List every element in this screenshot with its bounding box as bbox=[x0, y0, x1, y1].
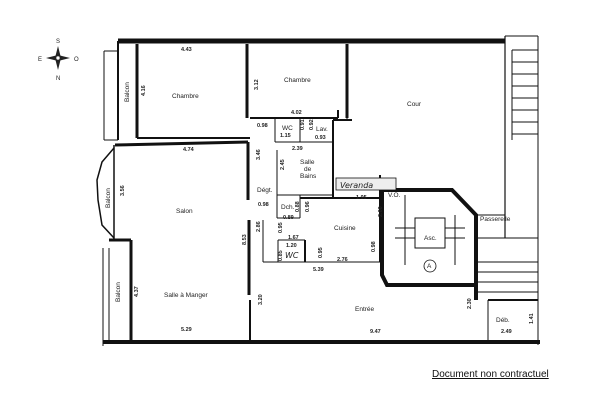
veranda-area bbox=[335, 177, 397, 191]
compass-left-label: E bbox=[38, 57, 42, 63]
dim-402: 4.02 bbox=[291, 110, 302, 116]
dim-098b: 0.98 bbox=[258, 202, 269, 208]
dim-474: 4.74 bbox=[183, 147, 195, 153]
dim-096: 0.96 bbox=[305, 201, 311, 212]
dim-320: 3.20 bbox=[258, 294, 264, 305]
room-balcon-top: Balcon bbox=[124, 82, 131, 102]
dim-245: 2.45 bbox=[280, 159, 286, 170]
dim-249: 2.49 bbox=[501, 329, 512, 335]
lift-marker: A bbox=[427, 263, 432, 270]
dim-276: 2.76 bbox=[337, 257, 348, 263]
room-veranda: Veranda bbox=[340, 181, 373, 190]
dim-356: 3.56 bbox=[120, 185, 126, 196]
room-salle-de-bains-line3: Bains bbox=[300, 173, 317, 180]
room-vo: V.O. bbox=[388, 192, 401, 199]
room-salle-de-bains-line1: Salle bbox=[300, 159, 315, 166]
disclaimer-text: Document non contractuel bbox=[432, 369, 549, 380]
room-salle-a-manger: Salle à Manger bbox=[164, 292, 209, 299]
dim-167: 1.67 bbox=[288, 235, 299, 241]
dim-230: 2.30 bbox=[467, 298, 473, 309]
room-dch: Dch. bbox=[281, 204, 295, 211]
dim-085: 0.85 bbox=[278, 250, 284, 261]
dim-092: 0.92 bbox=[309, 119, 315, 130]
compass-bottom-label: N bbox=[56, 76, 60, 82]
dim-539: 5.39 bbox=[313, 267, 324, 273]
dim-195: 1.95 bbox=[356, 195, 367, 201]
room-chambre-2: Chambre bbox=[284, 77, 311, 84]
dim-947: 9.47 bbox=[370, 329, 381, 335]
dim-091: 0.91 bbox=[300, 119, 306, 130]
dim-098a: 0.98 bbox=[257, 123, 268, 129]
room-chambre-1: Chambre bbox=[172, 93, 199, 100]
dim-853: 8.53 bbox=[242, 234, 248, 245]
dim-089: 0.89 bbox=[283, 215, 294, 221]
room-wc-top: WC bbox=[282, 125, 293, 132]
dim-095b: 0.95 bbox=[318, 247, 324, 258]
dim-437: 4.37 bbox=[134, 286, 140, 297]
outer-walls bbox=[102, 35, 540, 346]
room-asc: Asc. bbox=[424, 235, 437, 242]
dim-416: 4.16 bbox=[141, 85, 147, 96]
room-cuisine: Cuisine bbox=[334, 225, 356, 232]
room-balcon-mid: Balcon bbox=[105, 188, 112, 208]
room-salle-de-bains-line2: de bbox=[304, 166, 312, 173]
dim-286: 2.86 bbox=[256, 221, 262, 232]
dim-093: 0.93 bbox=[315, 135, 326, 141]
room-wc-bottom: WC bbox=[285, 251, 299, 260]
interior-walls bbox=[96, 44, 538, 340]
dim-095a: 0.95 bbox=[278, 222, 284, 233]
room-salon: Salon bbox=[176, 208, 193, 215]
dim-346: 3.46 bbox=[256, 149, 262, 160]
dim-443: 4.43 bbox=[181, 47, 192, 53]
compass-right-label: O bbox=[74, 57, 79, 63]
dim-098c: 0.98 bbox=[371, 241, 377, 252]
room-degt: Dégt. bbox=[257, 187, 273, 194]
dim-239: 2.39 bbox=[292, 146, 303, 152]
room-balcon-bottom: Balcon bbox=[115, 282, 122, 302]
compass-top-label: S bbox=[56, 39, 60, 45]
room-lav: Lav. bbox=[316, 126, 328, 133]
dim-200: 2.00 bbox=[378, 206, 384, 217]
room-passerelle: Passerelle bbox=[480, 216, 511, 223]
room-entree: Entrée bbox=[355, 306, 375, 313]
dim-529: 5.29 bbox=[181, 327, 192, 333]
room-cour: Cour bbox=[407, 101, 422, 108]
compass-rose-icon bbox=[46, 46, 70, 70]
dim-115: 1.15 bbox=[280, 133, 291, 139]
room-deb: Déb. bbox=[496, 317, 510, 324]
dim-312: 3.12 bbox=[254, 79, 260, 90]
dim-088: 0.88 bbox=[295, 201, 301, 212]
dim-120: 1.20 bbox=[286, 243, 297, 249]
dim-141: 1.41 bbox=[529, 313, 535, 324]
